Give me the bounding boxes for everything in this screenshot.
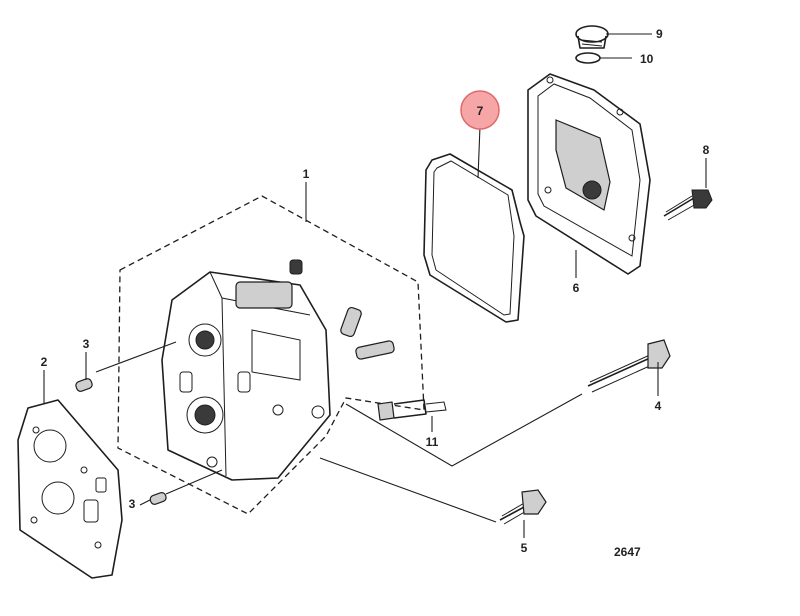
filler-cap [575, 25, 609, 49]
callout-5: 5 [521, 541, 528, 555]
leader-4 [345, 362, 659, 467]
callout-4: 4 [655, 399, 662, 413]
callout-11: 11 [426, 435, 439, 449]
leader-5 [319, 457, 525, 538]
cover-gasket [423, 153, 525, 323]
callout-10: 10 [640, 52, 654, 66]
callout-6: 6 [573, 281, 580, 295]
leader-7 [477, 125, 481, 179]
callout-1: 1 [303, 167, 310, 181]
callout-7-highlight [460, 90, 500, 130]
cylinder-head [161, 271, 331, 481]
callout-3-upper: 3 [83, 337, 90, 351]
dowel-pin-upper [75, 378, 93, 392]
callout-3-lower: 3 [129, 497, 136, 511]
callout-7: 7 [477, 104, 484, 118]
leader-3b [139, 499, 151, 506]
callout-2: 2 [41, 355, 48, 369]
head-gasket [17, 399, 123, 579]
cylinder-head-cover [527, 73, 651, 275]
filler-cap-o-ring [575, 52, 601, 64]
leader-3b-pin [165, 469, 223, 495]
callout-9: 9 [656, 27, 663, 41]
cover-bolt [663, 189, 713, 221]
sleeve-pin [355, 340, 395, 360]
long-bolt [587, 339, 671, 393]
leader-3a-pin [95, 341, 177, 373]
dowel-pin-lower [149, 492, 167, 505]
figure-number: 2647 [614, 545, 641, 559]
spark-plug [377, 399, 447, 421]
short-bolt [499, 489, 547, 525]
plug-small [289, 259, 303, 275]
assembly-dashed-outline [117, 195, 425, 515]
callout-8: 8 [703, 143, 710, 157]
sleeve-insert [340, 306, 362, 338]
